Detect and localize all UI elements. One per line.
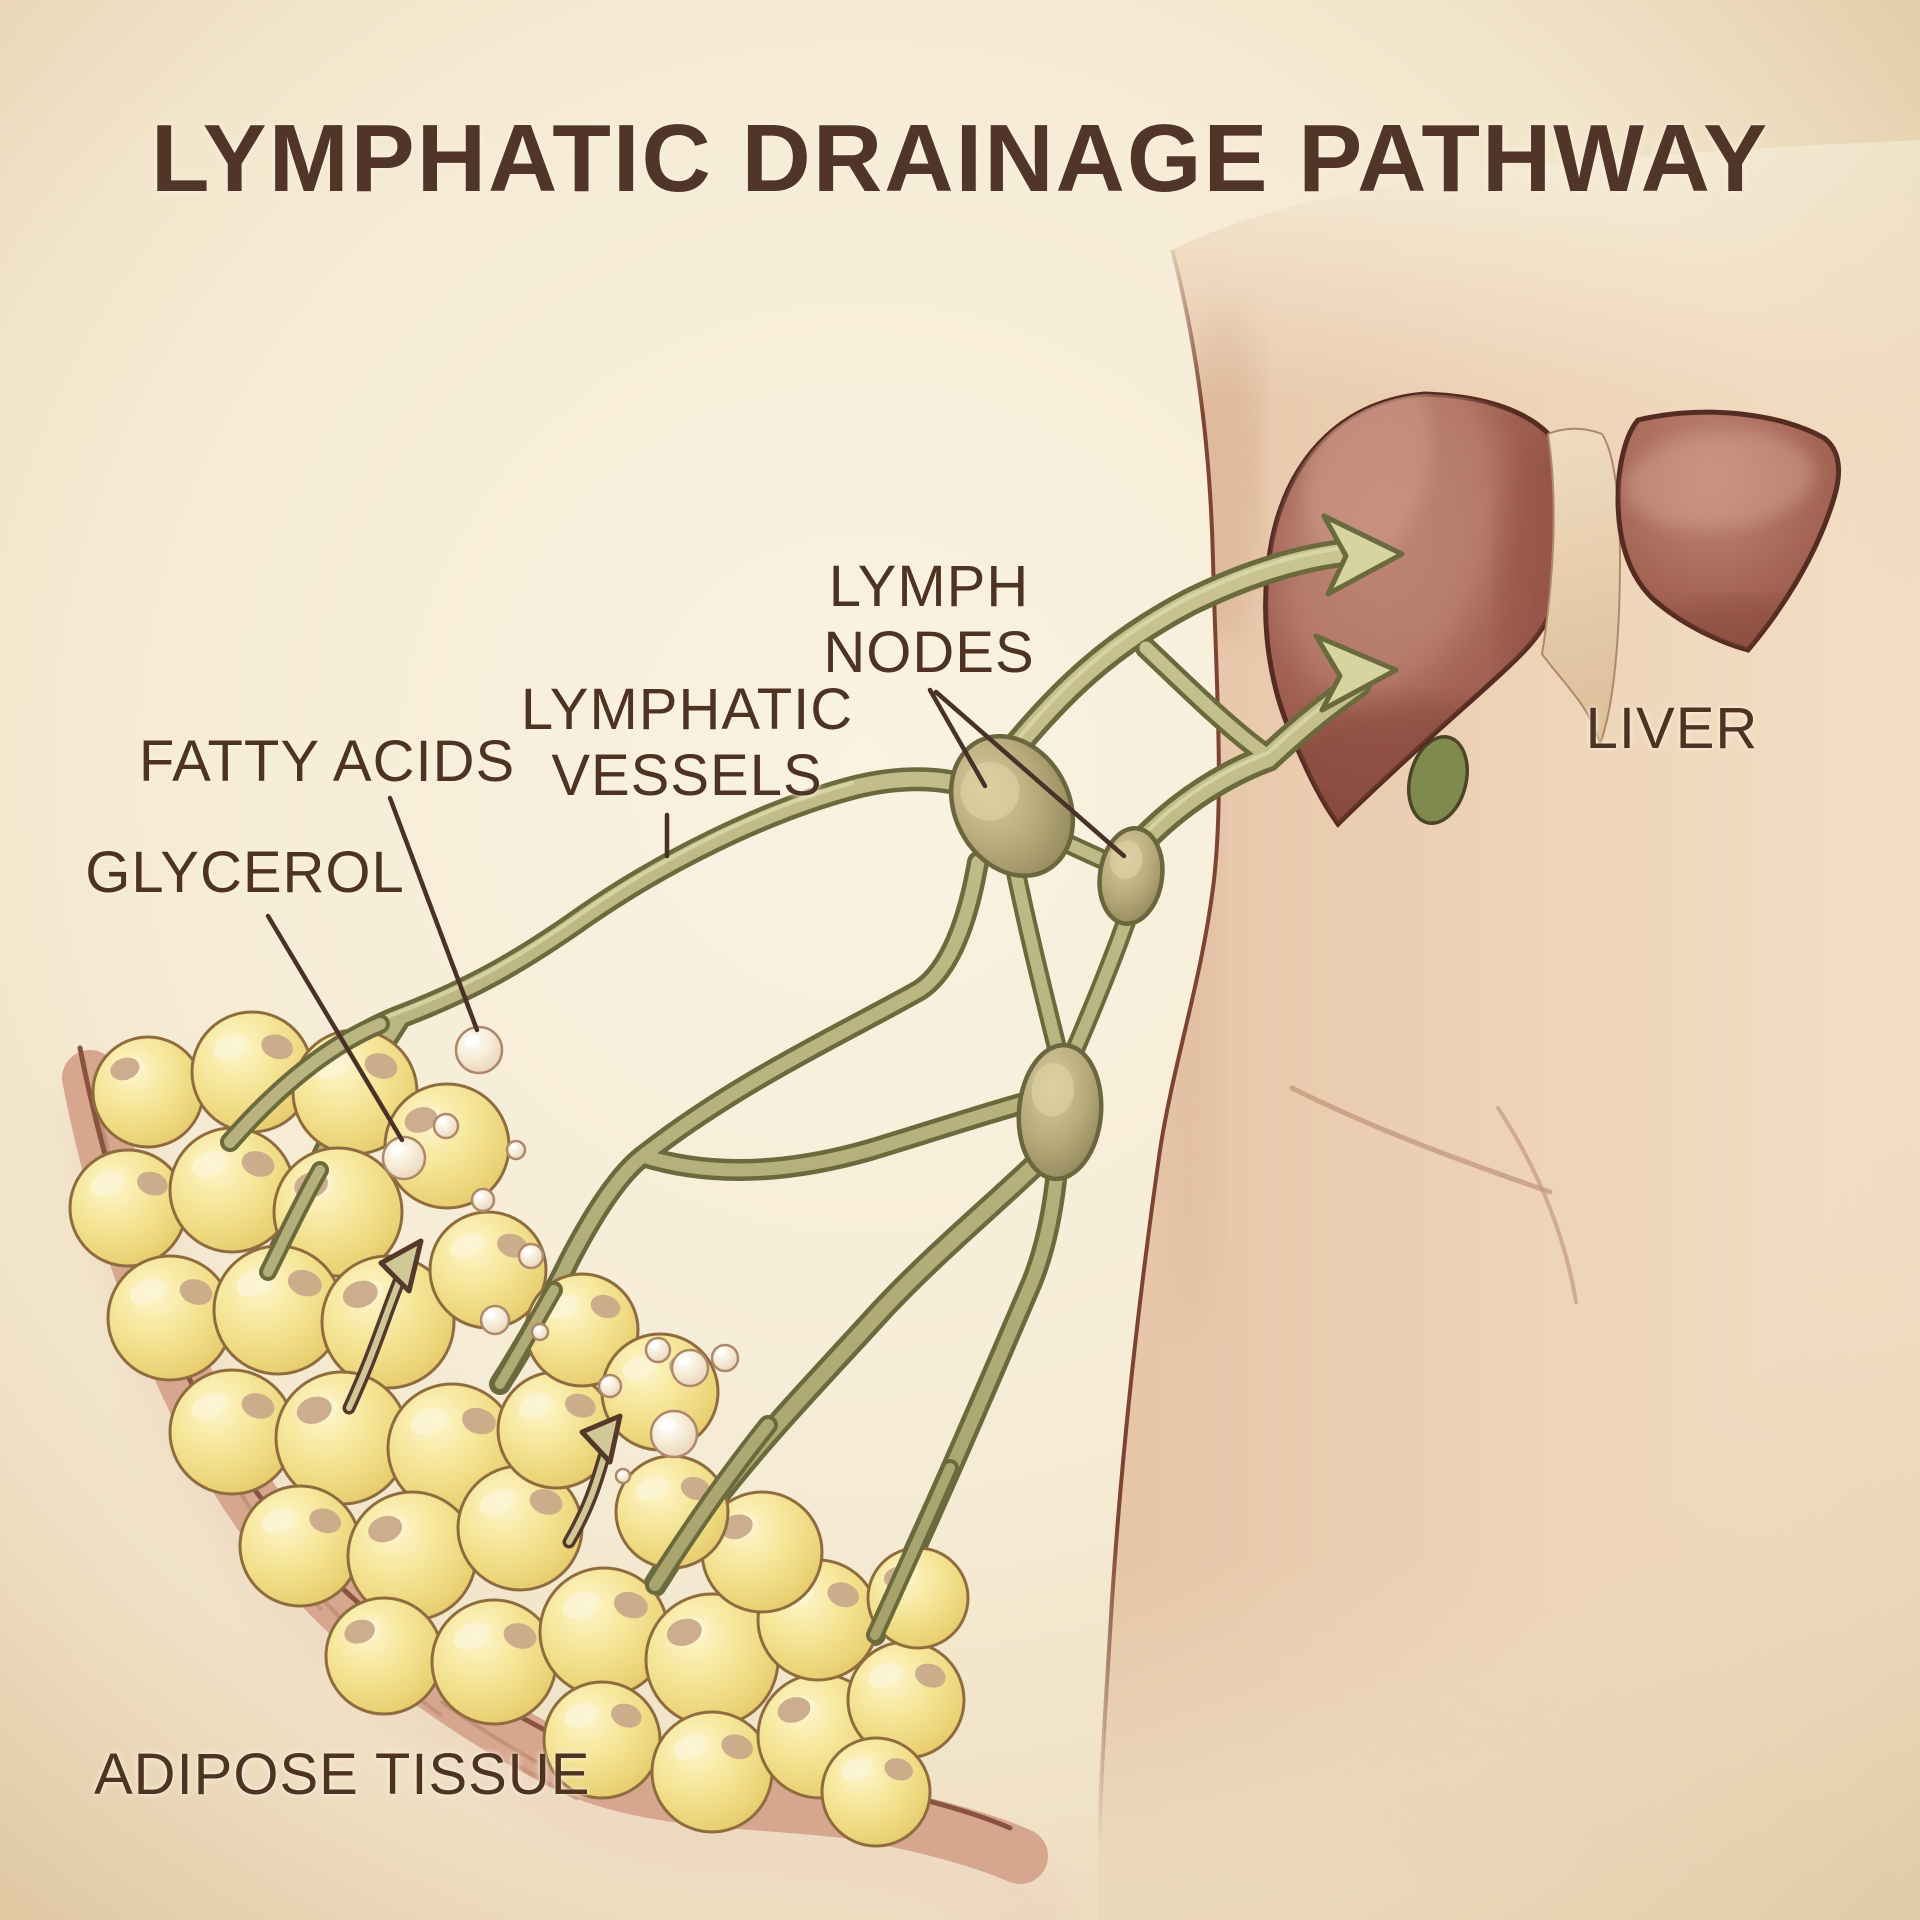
fat-cell — [238, 1484, 362, 1608]
molecule-bubble — [479, 1304, 511, 1336]
label-lymphatic-vessels: LYMPHATIC VESSELS — [521, 677, 853, 809]
label-lymph-nodes: LYMPH NODES — [823, 554, 1034, 686]
molecule-bubble — [710, 1343, 740, 1373]
molecule-bubble — [432, 1112, 460, 1140]
fat-cell — [650, 1710, 774, 1834]
molecule-bubble — [454, 1025, 504, 1075]
molecule-bubble — [505, 1139, 527, 1161]
molecule-bubble — [597, 1373, 623, 1399]
label-glycerol: GLYCEROL — [85, 840, 405, 905]
molecule-bubble — [614, 1467, 632, 1485]
molecule-bubble — [530, 1322, 550, 1342]
fat-cell — [324, 1596, 444, 1716]
label-lymphatic-vessels-line2: VESSELS — [551, 743, 823, 808]
label-fatty-acids: FATTY ACIDS — [138, 729, 516, 794]
page-title: LYMPHATIC DRAINAGE PATHWAY — [150, 105, 1770, 212]
fat-cell — [430, 1598, 558, 1726]
fat-cell — [68, 1148, 188, 1268]
fat-cell — [820, 1736, 932, 1848]
label-liver: LIVER — [1585, 696, 1759, 761]
label-lymph-nodes-line1: LYMPH — [828, 554, 1030, 619]
molecule-bubble — [670, 1348, 710, 1388]
molecule-bubble — [381, 1135, 427, 1181]
label-lymphatic-vessels-line1: LYMPHATIC — [520, 677, 854, 742]
molecule-bubble — [649, 1409, 699, 1459]
label-adipose-tissue: ADIPOSE TISSUE — [94, 1742, 591, 1807]
molecule-bubble — [517, 1242, 545, 1270]
molecule-bubble — [470, 1187, 496, 1213]
molecule-bubble — [644, 1336, 672, 1364]
fat-cell — [91, 1035, 205, 1149]
label-lymph-nodes-line2: NODES — [823, 620, 1035, 685]
